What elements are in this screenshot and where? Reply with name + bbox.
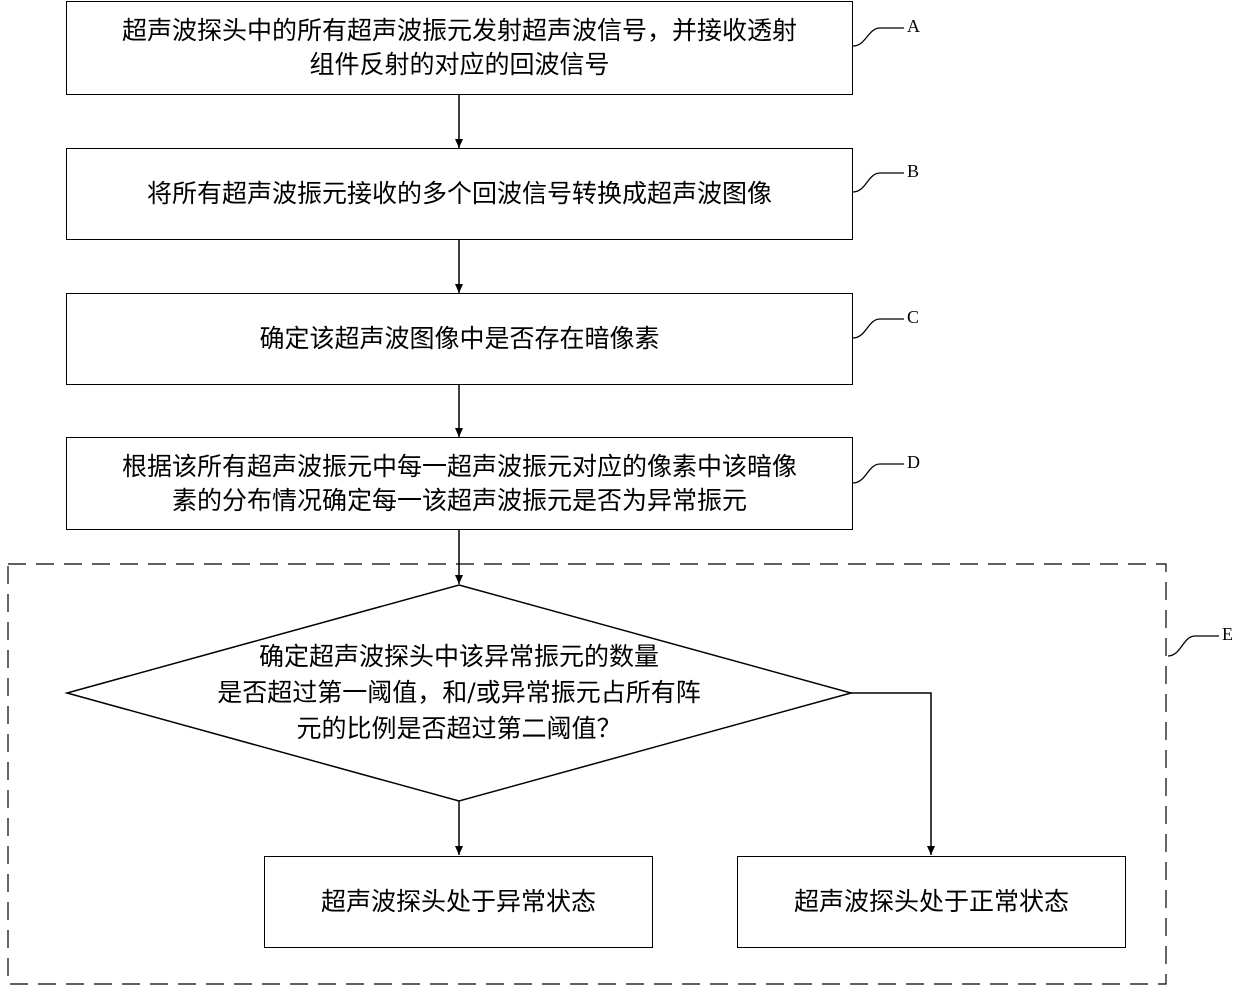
label-e: E (1222, 624, 1233, 645)
label-c: C (907, 307, 919, 328)
label-leader-b (853, 173, 904, 192)
step-b-line-1: 将所有超声波振元接收的多个回波信号转换成超声波图像 (147, 177, 772, 211)
label-b: B (907, 161, 919, 182)
step-d-line-1: 根据该所有超声波振元中每一超声波振元对应的像素中该暗像 (122, 450, 797, 484)
decision-line-3: 元的比例是否超过第二阈值？ (296, 711, 621, 747)
step-b-box: 将所有超声波振元接收的多个回波信号转换成超声波图像 (66, 148, 853, 240)
decision-line-1: 确定超声波探头中该异常振元的数量 (259, 639, 659, 675)
label-d: D (907, 452, 920, 473)
step-d-line-2: 素的分布情况确定每一该超声波振元是否为异常振元 (172, 484, 747, 518)
step-c-box: 确定该超声波图像中是否存在暗像素 (66, 293, 853, 385)
decision-line-2: 是否超过第一阈值，和/或异常振元占所有阵 (217, 675, 700, 711)
step-d-box: 根据该所有超声波振元中每一超声波振元对应的像素中该暗像 素的分布情况确定每一该超… (66, 437, 853, 530)
step-a-line-2: 组件反射的对应的回波信号 (309, 48, 609, 82)
step-c-line-1: 确定该超声波图像中是否存在暗像素 (259, 322, 659, 356)
arrow-decision-to-normal (851, 693, 931, 855)
outcome-abnormal-box: 超声波探头处于异常状态 (264, 856, 653, 948)
decision-text: 确定超声波探头中该异常振元的数量 是否超过第一阈值，和/或异常振元占所有阵 元的… (140, 635, 778, 751)
outcome-normal-text: 超声波探头处于正常状态 (794, 885, 1069, 919)
outcome-abnormal-text: 超声波探头处于异常状态 (321, 885, 596, 919)
label-leader-d (853, 464, 904, 483)
step-a-line-1: 超声波探头中的所有超声波振元发射超声波信号，并接收透射 (122, 14, 797, 48)
label-leader-e (1168, 636, 1219, 656)
step-a-box: 超声波探头中的所有超声波振元发射超声波信号，并接收透射 组件反射的对应的回波信号 (66, 1, 853, 95)
label-leader-c (853, 319, 904, 338)
label-a: A (907, 16, 920, 37)
outcome-normal-box: 超声波探头处于正常状态 (737, 856, 1126, 948)
label-leader-a (853, 28, 904, 46)
